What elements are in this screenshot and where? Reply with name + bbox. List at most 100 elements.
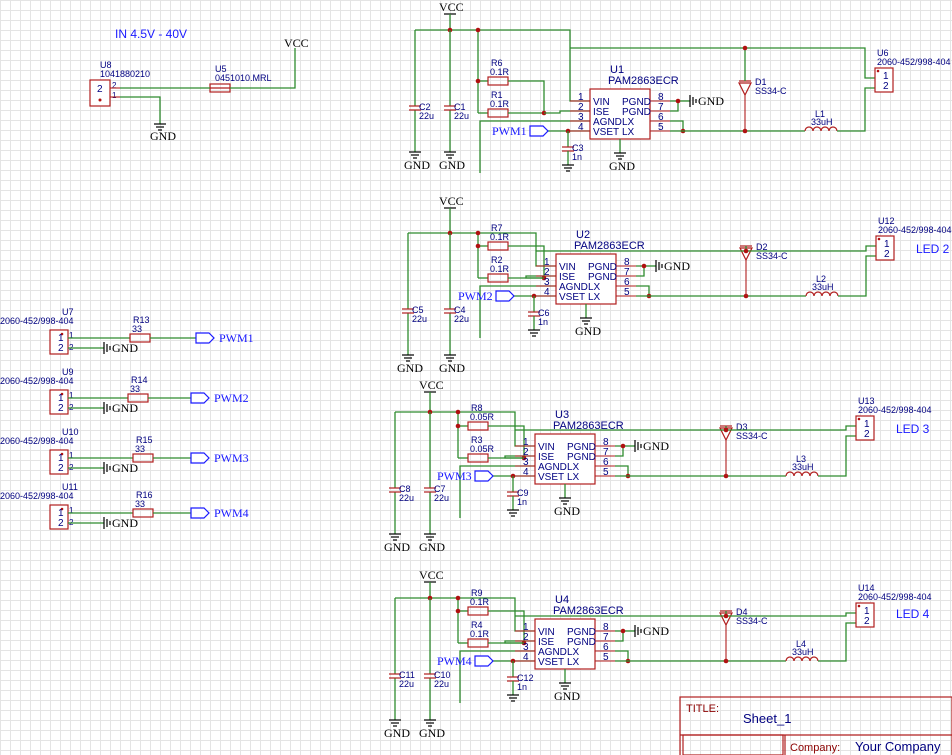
connector-body bbox=[874, 67, 894, 93]
ic-left-pin-name: AGND bbox=[538, 647, 567, 658]
vcc-label: VCC bbox=[439, 0, 464, 14]
ic-left-pin-name: VIN bbox=[538, 442, 555, 453]
ic-right-pin-name: LX bbox=[622, 117, 635, 128]
ic-left-pin-number: 3 bbox=[523, 642, 529, 653]
port-shape bbox=[474, 470, 494, 482]
junction-dot bbox=[475, 27, 481, 33]
ic-right-pin-number: 6 bbox=[658, 112, 664, 123]
header-value: 2060-452/998-404 bbox=[0, 316, 74, 326]
gnd-label: GND bbox=[698, 94, 724, 108]
vcc-label: VCC bbox=[439, 194, 464, 208]
ic-right-pin-number: 7 bbox=[603, 632, 609, 643]
agnd-wire bbox=[479, 285, 556, 338]
agnd-wire bbox=[479, 120, 590, 173]
header-body bbox=[49, 329, 69, 355]
gnd-label: GND bbox=[609, 159, 635, 173]
capacitor-ref: C4 bbox=[454, 305, 466, 315]
input-voltage-note: IN 4.5V - 40V bbox=[115, 27, 187, 41]
connector-body bbox=[855, 415, 875, 441]
gnd-symbol: GND bbox=[439, 151, 465, 172]
vcc-label-input: VCC bbox=[284, 36, 309, 50]
pgnd-tie-wire bbox=[636, 265, 645, 277]
ic-right-pin-name: PGND bbox=[622, 97, 651, 108]
port-shape bbox=[190, 452, 210, 464]
vset-pwm-port bbox=[495, 290, 515, 302]
ic-left-pin-name: VSET bbox=[538, 472, 564, 483]
pwm-port-label: PWM4 bbox=[214, 506, 249, 520]
inductor-coil bbox=[828, 126, 838, 132]
diode-value: SS34-C bbox=[755, 86, 787, 96]
header-ref: U7 bbox=[62, 307, 74, 317]
resistor-value: 0.1R bbox=[470, 629, 490, 639]
resistor-ref: R8 bbox=[471, 403, 483, 413]
ic-left-pin-number: 4 bbox=[544, 287, 550, 298]
inductor-coil bbox=[785, 656, 795, 662]
ic-ref: U3 bbox=[555, 409, 569, 421]
gnd-symbol bbox=[528, 329, 540, 337]
ic-ref: U4 bbox=[555, 594, 569, 606]
diode-value: SS34-C bbox=[736, 431, 768, 441]
ic-right-pin-number: 8 bbox=[603, 437, 609, 448]
vcc-label: VCC bbox=[419, 568, 444, 582]
connector-pin-2: 2 bbox=[884, 249, 890, 260]
ic-right-pin-number: 5 bbox=[603, 652, 609, 663]
gnd-symbol: GND bbox=[419, 719, 445, 740]
capacitor-value: 22u bbox=[434, 493, 449, 503]
r-top-out-wire bbox=[488, 425, 525, 458]
gnd-symbol: GND bbox=[575, 317, 601, 338]
gnd-label: GND bbox=[384, 726, 410, 740]
pin1-marker bbox=[857, 604, 861, 608]
inductor-out-wire bbox=[837, 87, 875, 132]
resistor-value: 0.1R bbox=[490, 99, 510, 109]
capacitor-ref: C3 bbox=[572, 143, 584, 153]
header-value: 2060-452/998-404 bbox=[0, 491, 74, 501]
output-rail-wire bbox=[536, 245, 876, 252]
inductor-value: 33uH bbox=[792, 462, 814, 472]
sense-resistor-bottom: R10.1R bbox=[487, 90, 510, 118]
ic-right-pin-name: LX bbox=[567, 472, 580, 483]
lx-tie-wire bbox=[615, 650, 629, 661]
capacitor-value: 1n bbox=[517, 497, 527, 507]
gnd-label: GND bbox=[643, 624, 669, 638]
ic-left-pin-number: 2 bbox=[523, 447, 529, 458]
ic-right-pin-name: LX bbox=[567, 647, 580, 658]
gnd-symbol: GND bbox=[554, 682, 580, 703]
gnd-label: GND bbox=[439, 158, 465, 172]
pin1-marker bbox=[876, 69, 880, 73]
header-pin1-marker bbox=[60, 452, 64, 456]
header-pin-2: 2 bbox=[58, 403, 64, 414]
ic-right-pin-name: PGND bbox=[567, 442, 596, 453]
gnd-label: GND bbox=[554, 689, 580, 703]
connector-pin-2: 2 bbox=[864, 616, 870, 627]
gnd-label: GND bbox=[404, 158, 430, 172]
fuse-value: 0451010.MRL bbox=[215, 73, 272, 83]
resistor-ref: R9 bbox=[471, 588, 483, 598]
gnd-label: GND bbox=[439, 361, 465, 375]
diode-ref: D1 bbox=[755, 77, 767, 87]
diode-body bbox=[738, 82, 752, 97]
ic-left-pin-number: 4 bbox=[523, 652, 529, 663]
ic-right-pin-name: LX bbox=[567, 462, 580, 473]
ic-right-pin-number: 5 bbox=[658, 122, 664, 133]
connector-value: 2060-452/998-404 bbox=[858, 405, 932, 415]
inductor-out-wire bbox=[818, 435, 856, 477]
connector-ref: U13 bbox=[858, 396, 875, 406]
junction-dot bbox=[475, 243, 481, 249]
diode-ref: D2 bbox=[756, 242, 768, 252]
inductor-out-wire bbox=[838, 255, 876, 297]
gnd-symbol: GND bbox=[554, 497, 580, 518]
inductor-ref: L4 bbox=[796, 639, 806, 649]
header-pin-1-num: 1 bbox=[69, 391, 74, 400]
ic-left-pin-number: 1 bbox=[544, 257, 550, 268]
resistor-value: 33 bbox=[135, 444, 145, 454]
header-ref: U9 bbox=[62, 367, 74, 377]
ic-left-pin-number: 2 bbox=[523, 632, 529, 643]
gnd-label: GND bbox=[112, 516, 138, 530]
